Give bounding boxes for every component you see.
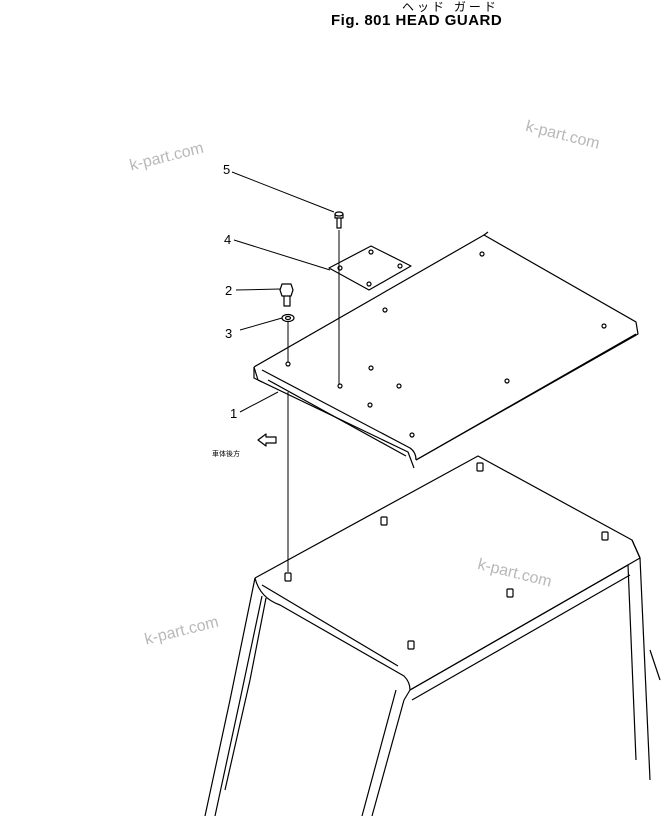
callout-5: 5 [223,162,231,177]
callout-2: 2 [225,283,233,298]
callout-3: 3 [225,326,233,341]
head-guard-plate [253,231,639,469]
plate-holes [285,251,607,438]
assembly-lines [287,230,340,572]
canopy-frame [204,455,661,816]
callout-1: 1 [230,406,238,421]
leader-lines [231,171,335,413]
direction-label: 車体後方 [212,450,240,458]
bolt-5 [334,211,344,229]
cover-plate [328,245,412,291]
washer-3 [281,313,295,323]
figure-title: Fig. 801 HEAD GUARD [331,12,503,29]
callout-4: 4 [224,232,232,247]
bolt-2 [279,283,294,307]
figure-title-jp: ヘッド ガード [402,0,499,14]
canopy-bosses [284,462,609,650]
direction-arrow-icon [257,433,277,447]
